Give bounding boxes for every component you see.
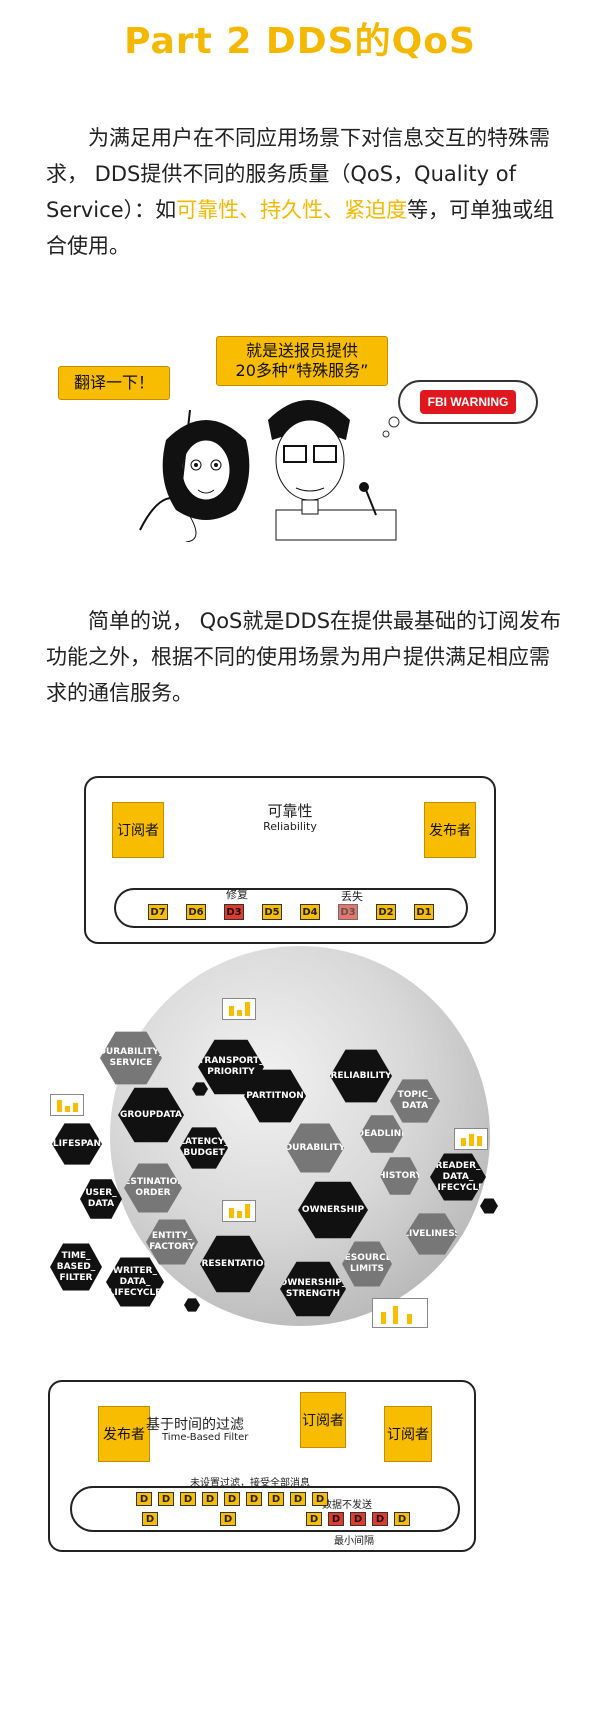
intro-text: 为满足用户在不同应用场景下对信息交互的特殊需求， DDS提供不同的服务质量（Qo… bbox=[46, 126, 550, 222]
hex-partition: PARTITNON bbox=[244, 1069, 306, 1123]
lost-label: 丢失 bbox=[341, 890, 363, 903]
packet-d7: D7 bbox=[148, 904, 168, 920]
tbf-publisher-box: 发布者 bbox=[98, 1406, 150, 1462]
tbf-top-packet: D bbox=[246, 1492, 262, 1506]
tbf-top-packet: D bbox=[312, 1492, 328, 1506]
tbf-bottom-packet: D bbox=[372, 1512, 388, 1526]
hex-deadline: DEADLINE bbox=[360, 1115, 404, 1153]
mini-bars-icon bbox=[50, 1094, 84, 1116]
bubble-right: 就是送报员提供 20多种“特殊服务” bbox=[216, 336, 388, 386]
packet-d5: D5 bbox=[262, 904, 282, 920]
mini-bars-icon bbox=[222, 998, 256, 1020]
tbf-subscriber1-box: 订阅者 bbox=[300, 1392, 346, 1448]
reliability-publisher-box: 发布者 bbox=[424, 802, 476, 858]
comic-illustration: 翻译一下！ 就是送报员提供 20多种“特殊服务” FBI WARNING bbox=[46, 330, 546, 542]
hex-lifespan: LIFESPAN bbox=[52, 1123, 102, 1165]
hex-dot-icon bbox=[184, 1298, 200, 1312]
packet-d2: D2 bbox=[376, 904, 396, 920]
mini-bars-icon bbox=[222, 1200, 256, 1222]
hex-dot-icon bbox=[480, 1198, 498, 1214]
tbf-top-packet: D bbox=[224, 1492, 240, 1506]
explain-paragraph: 简单的说， QoS就是DDS在提供最基础的订阅发布功能之外，根据不同的使用场景为… bbox=[46, 609, 562, 705]
tbf-bottom-packet: D bbox=[328, 1512, 344, 1526]
intro-text-end: 等，可单独或组合使用。 bbox=[46, 198, 555, 258]
tbf-bottom-packet: D bbox=[306, 1512, 322, 1526]
tbf-top-packet: D bbox=[290, 1492, 306, 1506]
hex-reliability: RELIABILITY bbox=[330, 1049, 392, 1103]
bubble-left: 翻译一下！ bbox=[58, 366, 170, 400]
hex-liveliness: LIVELINESS bbox=[406, 1213, 458, 1255]
tbf-top-packet: D bbox=[202, 1492, 218, 1506]
time-based-filter-panel: 发布者 基于时间的过滤 Time-Based Filter 订阅者 订阅者 未设… bbox=[48, 1380, 476, 1552]
tbf-bottom-packet: D bbox=[394, 1512, 410, 1526]
hex-reader-data-lifecycle: READER_ DATA_ LIFECYCLE bbox=[430, 1153, 486, 1201]
reliability-subscriber-box: 订阅者 bbox=[112, 802, 164, 858]
packet-d6: D6 bbox=[186, 904, 206, 920]
thought-bubble-icon: FBI WARNING bbox=[398, 380, 538, 424]
hex-dot-icon bbox=[192, 1082, 208, 1096]
hex-latency-budget: LATENCY_ BUDGET bbox=[180, 1127, 228, 1169]
qos-diagram: 可靠性 Reliability 订阅者 发布者 修复 丢失 D7 D6 D3 D… bbox=[40, 776, 560, 1731]
mini-bars-icon bbox=[372, 1298, 428, 1328]
tbf-top-packet: D bbox=[136, 1492, 152, 1506]
reliability-cloud-channel bbox=[114, 888, 468, 928]
repair-label: 修复 bbox=[226, 888, 248, 901]
page-title: Part 2 DDS的QoS bbox=[124, 21, 476, 62]
hex-writer-data-lifecycle: WRITER_ DATA_ LIFECYCLE bbox=[106, 1257, 164, 1307]
reliability-panel: 可靠性 Reliability 订阅者 发布者 修复 丢失 D7 D6 D3 D… bbox=[84, 776, 496, 944]
intro-paragraph: 为满足用户在不同应用场景下对信息交互的特殊需求， DDS提供不同的服务质量（Qo… bbox=[46, 120, 566, 264]
tbf-cloud-channel bbox=[70, 1486, 460, 1532]
packet-d3-lost: D3 bbox=[338, 904, 358, 920]
hex-time-based-filter: TIME_ BASED_ FILTER bbox=[50, 1243, 102, 1291]
tbf-bottom-packet: D bbox=[142, 1512, 158, 1526]
packet-d1: D1 bbox=[414, 904, 434, 920]
tbf-subscriber2-box: 订阅者 bbox=[384, 1406, 432, 1462]
tbf-title: 基于时间的过滤 bbox=[146, 1417, 244, 1433]
hex-topic-data: TOPIC_ DATA bbox=[390, 1079, 440, 1123]
bubble-right-text: 就是送报员提供 20多种“特殊服务” bbox=[235, 341, 369, 380]
hex-destination-order: DESTINATION_ ORDER bbox=[124, 1163, 182, 1213]
tbf-top-packet: D bbox=[268, 1492, 284, 1506]
mini-bars-icon bbox=[454, 1128, 488, 1150]
tbf-top-packet: D bbox=[158, 1492, 174, 1506]
tbf-subtitle: Time-Based Filter bbox=[162, 1432, 249, 1443]
packet-d4: D4 bbox=[300, 904, 320, 920]
intro-highlight: 可靠性、持久性、紧迫度 bbox=[176, 198, 408, 222]
hex-durability-service: DURABILITY_ SERVICE bbox=[100, 1031, 162, 1085]
tbf-note-interval: 最小间隔 bbox=[334, 1536, 374, 1547]
tbf-bottom-packet: D bbox=[350, 1512, 366, 1526]
packet-d3-repaired: D3 bbox=[224, 904, 244, 920]
reliability-subtitle: Reliability bbox=[263, 820, 317, 833]
tbf-note-all: 未设置过滤，接受全部消息 bbox=[190, 1478, 310, 1489]
tbf-note-drop: 数据不发送 bbox=[322, 1500, 372, 1511]
tbf-top-packet: D bbox=[180, 1492, 196, 1506]
tbf-bottom-packet: D bbox=[220, 1512, 236, 1526]
reliability-title: 可靠性 bbox=[267, 802, 313, 820]
comic-characters-icon bbox=[139, 400, 400, 542]
fbi-warning-badge: FBI WARNING bbox=[419, 390, 517, 414]
